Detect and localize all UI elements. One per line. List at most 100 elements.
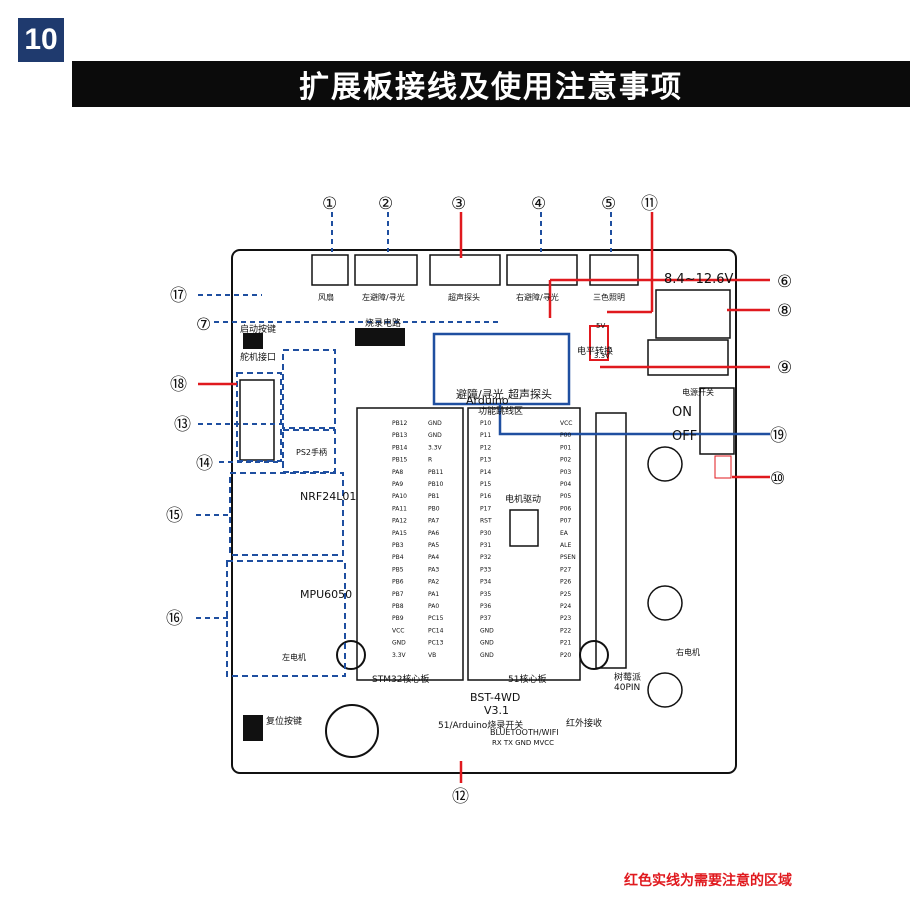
core51-right-pin: P05 [560, 493, 571, 500]
stm32-right-pin: PA3 [428, 566, 439, 573]
core51-right-pin: ALE [560, 542, 571, 549]
stm32-left-pin: PA9 [392, 481, 403, 488]
mount-hole [579, 640, 609, 670]
stm32-left-pin: GND [392, 640, 406, 647]
off-label: OFF [672, 429, 697, 444]
right-motor-label: 右电机 [676, 647, 700, 657]
core51-left-pin: P13 [480, 457, 491, 464]
stm32-left-pin: PB7 [392, 591, 404, 598]
stm32-right-pin: 3.3V [428, 444, 443, 451]
crystal [355, 328, 405, 346]
pin-labels: PB12PB13PB14PB15PA8PA9PA10PA11PA12PA15PB… [392, 420, 576, 659]
level-shift-jumper [589, 325, 609, 361]
red-leaders [198, 212, 770, 783]
stm32-right-pin: PA1 [428, 591, 439, 598]
start-key [243, 333, 263, 349]
board-labels: 8.4~12.6V ON OFF BST-4WD V3.1 Arduino 功能… [240, 272, 734, 747]
bt-wifi-label: BLUETOOTH/WIFI [490, 728, 559, 737]
core51-left-pin: P34 [480, 579, 491, 586]
core51-right-pin: P00 [560, 432, 571, 439]
stm32-right-pin: PC15 [428, 615, 444, 622]
core51-right-pin: P27 [560, 566, 571, 573]
stm32-left-pin: PB9 [392, 615, 404, 622]
stm32-right-pin: PB11 [428, 469, 444, 476]
servo-block [239, 379, 275, 461]
core51-left-pin: P16 [480, 493, 491, 500]
motor-drive-label: 电机驱动 [505, 493, 541, 505]
stm32-label: STM32核心板 [372, 673, 429, 685]
jumper-10 [714, 455, 732, 479]
blue-leaders [196, 212, 612, 619]
stm32-left-pin: PB12 [392, 420, 408, 427]
callout-13: ⑬ [174, 415, 191, 435]
core51-right-pin: P25 [560, 591, 571, 598]
core51-left-pin: P32 [480, 554, 491, 561]
stm32-core-outline [356, 407, 464, 681]
ir-recv-label: 红外接收 [566, 717, 602, 729]
reset-key-label: 复位按键 [266, 715, 302, 727]
core51-right-pin: P21 [560, 640, 571, 647]
motor-driver-chip [509, 509, 539, 547]
stm32-right-pin: GND [428, 432, 442, 439]
callout-11: ⑪ [641, 194, 658, 214]
callout-16: ⑯ [166, 609, 183, 629]
callout-4: ④ [531, 194, 546, 214]
callout-14: ⑭ [196, 454, 213, 474]
page-number-badge: 10 [18, 18, 64, 62]
ultrasonic-label: 超声探头 [448, 292, 480, 302]
rgb-label: 三色照明 [593, 292, 625, 302]
core51-right-pin: P26 [560, 579, 571, 586]
stm32-left-pin: PA8 [392, 469, 403, 476]
callout-numbers: ① ② ③ ④ ⑤ ⑥ ⑦ ⑧ ⑨ ⑩ ⑪ ⑫ ⑬ ⑭ ⑮ ⑯ ⑰ ⑱ ⑲ [166, 194, 792, 807]
stm32-right-pin: PC13 [428, 640, 444, 647]
stm32-left-pin: PA12 [392, 518, 407, 525]
stm32-left-pin: VCC [392, 627, 404, 634]
stm32-right-pin: PA6 [428, 530, 439, 537]
core51-right-pin: P04 [560, 481, 571, 488]
callout-7: ⑦ [196, 315, 211, 335]
start-key-label: 启动按键 [240, 323, 276, 335]
callout-8: ⑧ [777, 301, 792, 321]
nrf-label: NRF24L01 [300, 490, 356, 503]
stm32-right-pin: PB1 [428, 493, 440, 500]
core51-left-pin: P36 [480, 603, 491, 610]
stm32-left-pin: PB6 [392, 579, 404, 586]
bt-pins-label: RX TX GND MVCC [492, 739, 554, 747]
stm32-right-pin: GND [428, 420, 442, 427]
core51-left-pin: P11 [480, 432, 491, 439]
fan-label: 风扇 [318, 292, 334, 302]
callout-6: ⑥ [777, 272, 792, 292]
core51-right-pin: PSEN [560, 554, 576, 561]
stm32-left-pin: PA15 [392, 530, 407, 537]
core51-left-pin: GND [480, 640, 494, 647]
footnote: 红色实线为需要注意的区域 [624, 873, 792, 889]
stm32-left-pin: PB13 [392, 432, 408, 439]
buzzer [325, 704, 379, 758]
core51-left-pin: P17 [480, 505, 491, 512]
core51-left-pin: P33 [480, 566, 491, 573]
callout-1: ① [322, 194, 337, 214]
core51-right-pin: P24 [560, 603, 571, 610]
stm32-left-pin: PB8 [392, 603, 404, 610]
left-ir-label: 左避障/寻光 [362, 292, 405, 302]
mpu-label: MPU6050 [300, 588, 352, 601]
core51-left-pin: RST [480, 518, 492, 525]
voltage-label: 8.4~12.6V [664, 272, 734, 287]
callout-9: ⑨ [777, 358, 792, 378]
model-label: BST-4WD [470, 691, 520, 704]
stm32-right-pin: R [428, 457, 432, 464]
callout-15: ⑮ [166, 506, 183, 526]
ps2-label: PS2手柄 [296, 447, 327, 457]
version-label: V3.1 [484, 704, 509, 717]
dc-jack [647, 339, 729, 376]
page-title: 扩展板接线及使用注意事项 [72, 61, 910, 107]
core51-right-pin: P06 [560, 505, 571, 512]
callout-3: ③ [451, 194, 466, 214]
stm32-right-pin: PB0 [428, 505, 440, 512]
stm32-left-pin: 3.3V [392, 652, 407, 659]
callout-5: ⑤ [601, 194, 616, 214]
stm32-left-pin: PA11 [392, 505, 407, 512]
burn-circuit-label: 烧录电路 [365, 317, 401, 329]
func-jumper-label: 功能跳线区 [478, 405, 523, 417]
